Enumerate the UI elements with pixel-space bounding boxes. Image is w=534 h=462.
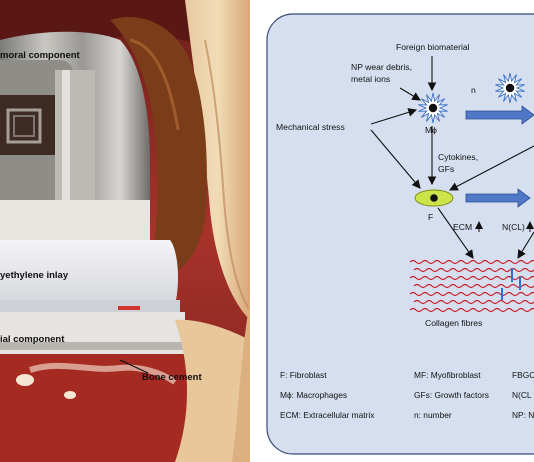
arrow-wear-to-macrophage [399, 87, 421, 101]
wear-debris-label-line1: NP wear debris, [351, 62, 412, 72]
macrophage-progression-arrow [465, 105, 534, 125]
mechanism-diagram: Foreign biomaterial NP wear debris, meta… [250, 0, 534, 462]
collagen-fibres-icon [409, 259, 534, 313]
cytokines-label-line1: Cytokines, [438, 152, 478, 162]
macrophage-cluster-icon [495, 72, 525, 104]
arrow-stress-to-macrophage [370, 108, 418, 125]
wear-debris-label-line2: metal ions [351, 74, 390, 84]
polyethylene-inlay-label: yethylene inlay [0, 270, 69, 281]
legend-col3-item1: FBGC [512, 370, 534, 380]
arrow-fibroblast-to-collagen [437, 207, 474, 259]
cell-nucleus [428, 103, 438, 113]
bone-cement-label: Bone cement [142, 372, 202, 383]
legend-col2-item3: n: number [414, 410, 452, 420]
collagen-fibre [413, 267, 534, 273]
diagram-panel-bg [266, 13, 534, 455]
photo-annotations: moral component yethylene inlay ial comp… [0, 50, 202, 383]
collagen-fibre [413, 299, 534, 305]
macrophage-cell-icon [418, 92, 448, 124]
fibroblast-progression-arrow [465, 188, 531, 208]
legend-col1-item1: F: Fibroblast [280, 370, 327, 380]
macrophage-label: Mϕ [425, 125, 437, 135]
legend-col3-item2: N(CL [512, 390, 532, 400]
collagen-fibre [413, 283, 534, 289]
surgical-photo: moral component yethylene inlay ial comp… [0, 0, 250, 462]
legend-col3-item3: NP: N [512, 410, 534, 420]
femoral-component-label: moral component [0, 50, 81, 61]
arrow-stress-to-fibroblast [370, 129, 421, 189]
bone-cement-pointer [119, 359, 149, 374]
tibial-component-label: ial component [0, 334, 65, 345]
ecm-label: ECM [453, 222, 472, 232]
mechanical-stress-label: Mechanical stress [276, 122, 345, 132]
arrow-right-to-fibroblast [449, 145, 534, 191]
fibroblast-nucleus [430, 194, 438, 202]
collagen-fibres-label: Collagen fibres [425, 318, 482, 328]
knee-implant-photo [0, 0, 250, 462]
legend-col1-item3: ECM: Extracellular matrix [280, 410, 375, 420]
arrow-right-to-collagen [517, 231, 534, 259]
diagram-canvas: Foreign biomaterial NP wear debris, meta… [266, 13, 534, 455]
legend-col1-item2: Mϕ: Macrophages [280, 390, 347, 400]
fibroblast-label: F [428, 212, 433, 222]
cell-nucleus [505, 83, 515, 93]
ncl-label: N(CL) [502, 222, 525, 232]
cytokines-label-line2: GFs [438, 164, 454, 174]
legend-col2-item2: GFs: Growth factors [414, 390, 489, 400]
number-label: n [471, 85, 476, 95]
foreign-biomaterial-label: Foreign biomaterial [396, 42, 470, 52]
collagen-fibre [409, 307, 534, 313]
collagen-fibre [409, 259, 534, 265]
legend-col2-item1: MF: Myofibroblast [414, 370, 481, 380]
collagen-fibre [409, 291, 534, 297]
